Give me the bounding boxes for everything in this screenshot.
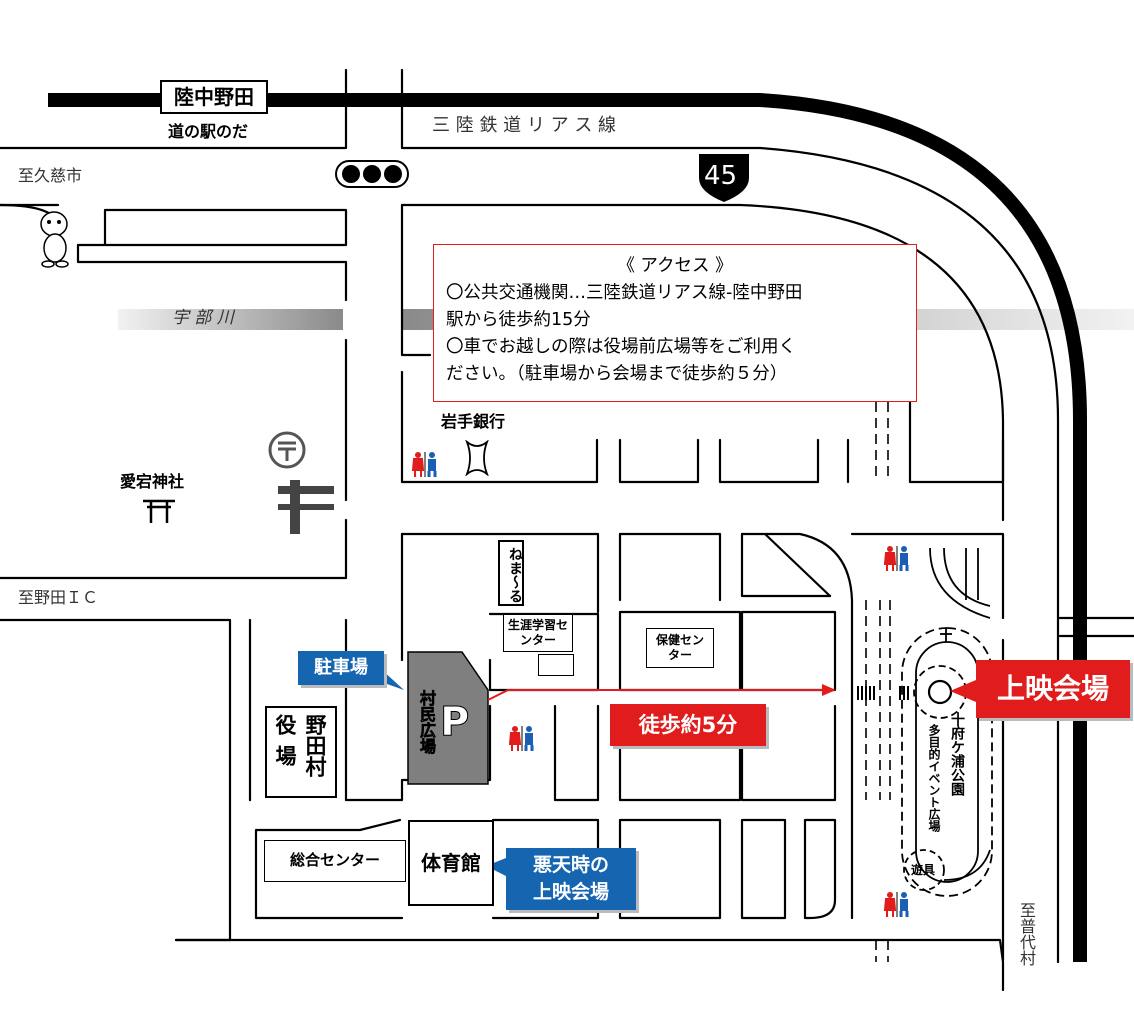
rain-venue-callout: 悪天時の 上映会場 (506, 848, 636, 910)
access-title: 《 アクセス 》 (617, 256, 733, 276)
village-office (265, 706, 337, 798)
village-office-name: 野田村 (303, 714, 327, 777)
venue-callout: 上映会場 (976, 660, 1130, 718)
nemaru-label: ねま〜る (498, 540, 524, 606)
roadside-station-label: 道の駅のだ (168, 122, 249, 141)
direction-kuji: 至久慈市 (18, 166, 83, 185)
access-line: 〇公共交通機関…三陸鉄道リアス線-陸中野田 (446, 283, 803, 303)
gym: 体育館 (408, 820, 494, 906)
toilet-icon (883, 546, 909, 571)
direction-noda-ic: 至野田ＩＣ (18, 588, 99, 607)
railway-label: 三 陸 鉄 道 リ ア ス 線 (432, 115, 617, 136)
lifelong-center-label: 生涯学習センター (508, 618, 569, 647)
park-paths (901, 547, 993, 897)
access-line: ださい。（駐車場から会場まで徒歩約５分） (446, 364, 788, 384)
toilet-icon (508, 726, 534, 751)
railway-line (48, 93, 1087, 962)
parking-callout: 駐車場 (298, 651, 384, 685)
torii-icon (278, 480, 334, 534)
direction-fudai: 至普代村 (1017, 902, 1036, 966)
access-line: 〇車でお越しの際は役場前広場等をご利用く (446, 337, 796, 357)
bank-logo-icon (465, 440, 489, 476)
small-building (538, 654, 574, 676)
toilet-icon (883, 892, 909, 917)
access-info-box: 《 アクセス 》 〇公共交通機関…三陸鉄道リアス線-陸中野田 駅から徒歩約15分… (433, 244, 917, 402)
bank-label: 岩手銀行 (441, 412, 506, 431)
event-plaza-label: 多目的イベント広場 (927, 724, 941, 832)
parking-symbol: P (439, 699, 470, 745)
mascot-icon (40, 211, 69, 268)
plaza-label: 村民広場 (417, 690, 437, 755)
river-label: 宇 部 川 (172, 308, 234, 328)
toilet-icon (410, 450, 440, 478)
traffic-signal-icon (335, 160, 409, 188)
crosswalks (865, 402, 891, 962)
parking-lot (407, 651, 489, 785)
health-center-label: 保健センター (656, 633, 705, 662)
park-label: 十府ケ浦公園 (949, 712, 965, 796)
walk-time-callout: 徒歩約5分 (610, 704, 766, 746)
shrine-torii-icon (143, 499, 175, 523)
walk-arrow (487, 684, 836, 701)
route-shield-icon (699, 154, 749, 202)
general-center: 総合センター (264, 840, 406, 882)
station-name: 陸中野田 (160, 80, 268, 114)
lifelong-learning-center: 生涯学習センター (503, 614, 573, 652)
route-number: 45 (704, 161, 738, 191)
rain-venue-pointer (486, 858, 506, 876)
venue-pointer (950, 680, 976, 702)
crosswalk-hatch (857, 686, 909, 700)
rain-venue-line: 上映会場 (532, 881, 609, 903)
shrine-label: 愛宕神社 (120, 472, 185, 491)
health-center: 保健センター (646, 628, 714, 668)
village-office-suffix: 役場 (273, 714, 297, 776)
river-left (118, 309, 343, 330)
access-line: 駅から徒歩約15分 (446, 310, 591, 330)
post-office-icon (268, 431, 306, 469)
playground-label: 遊具 (911, 863, 936, 877)
rain-venue-line: 悪天時の (532, 854, 609, 876)
road-network (0, 68, 1134, 992)
